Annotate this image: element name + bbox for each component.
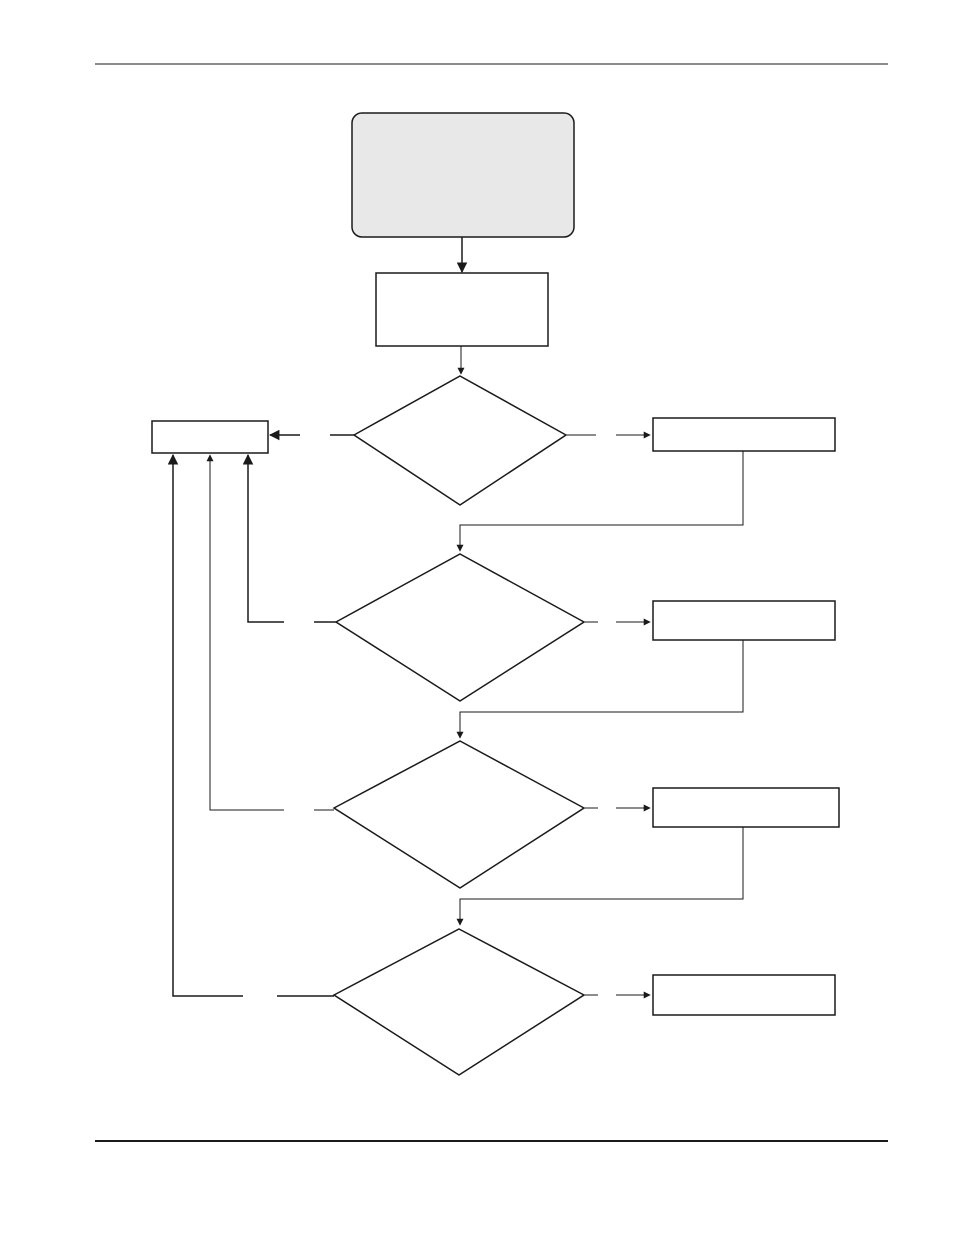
start-node [351, 112, 575, 238]
decision-node-1 [352, 375, 568, 506]
outcome-node-2 [652, 600, 836, 641]
connector-decision-2-left-arrow [242, 453, 284, 623]
process-node [375, 272, 549, 347]
decision-node-2 [334, 553, 586, 702]
connector-outcome-3-decision-4 [456, 827, 744, 926]
connector-decision-3-left-arrow [206, 454, 284, 811]
decision-node-3 [332, 740, 586, 889]
connector-outcome-1-decision-2 [456, 451, 744, 552]
connector-outcome-2-decision-3 [456, 640, 744, 739]
outcome-node-4 [652, 974, 836, 1016]
connector-decision-4-left-arrow [167, 453, 243, 997]
left-result-node [151, 420, 269, 454]
outcome-node-3 [652, 787, 840, 828]
decision-node-4 [332, 928, 586, 1076]
outcome-node-1 [652, 417, 836, 452]
